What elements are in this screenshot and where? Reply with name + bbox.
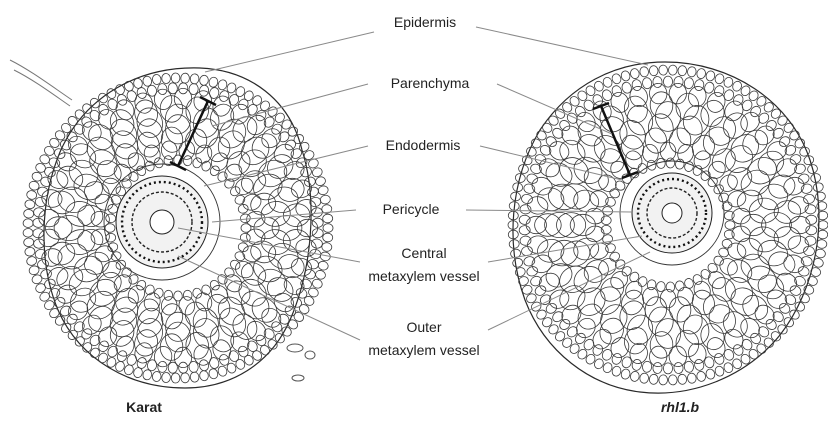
sample-label-karat: Karat	[126, 399, 162, 415]
label-pericycle: Pericycle	[383, 201, 440, 217]
label-parenchyma: Parenchyma	[391, 75, 470, 91]
sample-label-rhl1b: rhl1.b	[661, 399, 700, 415]
rhl1b-root-section	[508, 62, 828, 393]
label-outer-line1: Outer	[406, 319, 441, 335]
karat-central-metaxylem-vessel	[150, 210, 174, 234]
label-central-line2: metaxylem vessel	[368, 268, 479, 284]
label-endodermis: Endodermis	[386, 137, 461, 153]
rhl1b-central-metaxylem-vessel	[662, 203, 682, 223]
karat-root-section	[10, 60, 333, 388]
label-epidermis: Epidermis	[394, 14, 456, 30]
structure-labels: Epidermis Parenchyma Endodermis Pericycl…	[368, 14, 479, 358]
label-central-line1: Central	[401, 245, 446, 261]
label-outer-line2: metaxylem vessel	[368, 342, 479, 358]
